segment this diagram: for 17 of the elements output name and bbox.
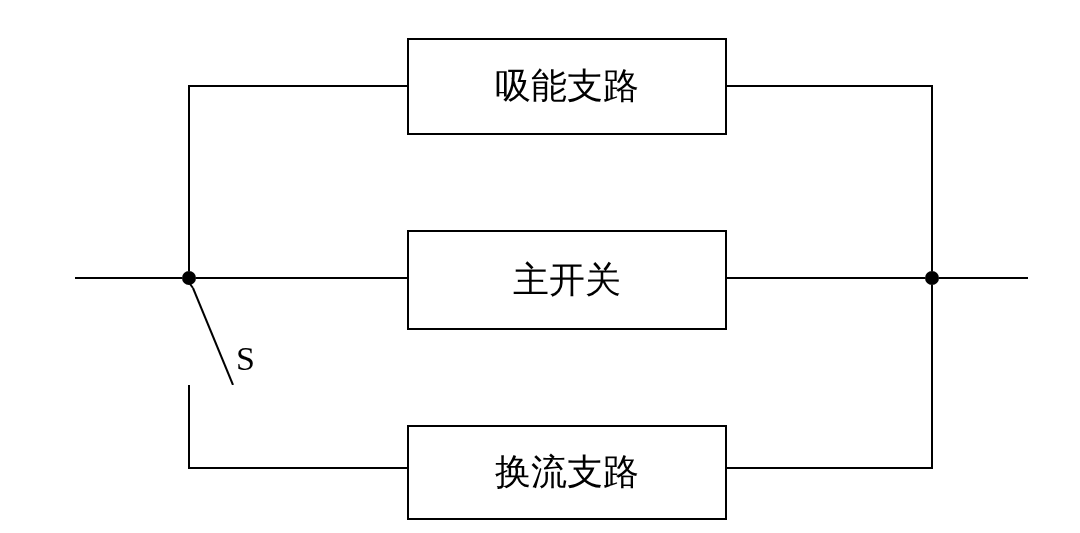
branch-box	[407, 425, 727, 520]
switch-label: S	[236, 340, 255, 378]
junction-dot	[925, 271, 939, 285]
wire	[726, 277, 926, 279]
wire	[188, 384, 408, 469]
wire	[188, 85, 408, 272]
wire	[74, 277, 183, 279]
box-label: 换流支路	[495, 450, 639, 494]
wire	[726, 284, 933, 469]
junction-dot	[182, 271, 196, 285]
wire	[938, 277, 1029, 279]
box-label: 吸能支路	[495, 64, 639, 108]
branch-box	[407, 38, 727, 135]
switch-box	[407, 230, 727, 330]
wire	[195, 277, 408, 279]
wire	[726, 85, 933, 272]
box-label: 主开关	[513, 257, 621, 302]
